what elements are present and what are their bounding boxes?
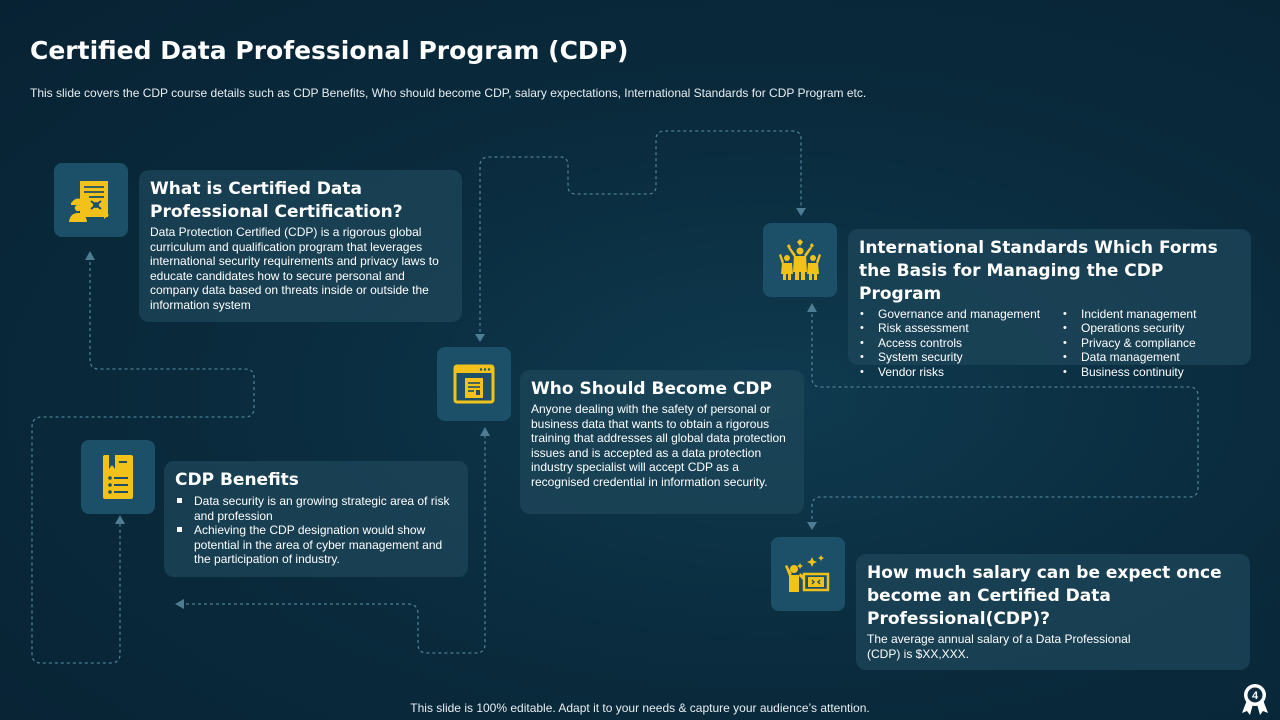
what-is-card: What is Certified Data Professional Cert…: [139, 170, 462, 322]
benefits-list: Data security is an growing strategic ar…: [175, 494, 458, 567]
what-is-body: Data Protection Certified (CDP) is a rig…: [150, 225, 439, 312]
slide-title: Certified Data Professional Program (CDP…: [30, 36, 629, 65]
slide-subtitle: This slide covers the CDP course details…: [30, 86, 867, 100]
standards-item: Incident management: [1062, 307, 1196, 322]
page-number-badge: 4: [1242, 684, 1268, 715]
benefits-icon-box: [81, 440, 155, 514]
benefits-item: Data security is an growing strategic ar…: [175, 494, 458, 523]
standards-card: International Standards Which Forms the …: [848, 229, 1251, 379]
salary-title: How much salary can be expect once becom…: [867, 563, 1222, 629]
benefits-card: CDP Benefits Data security is an growing…: [164, 461, 468, 577]
standards-list-left: Governance and management Risk assessmen…: [859, 307, 1062, 379]
standards-list-right: Incident management Operations security …: [1062, 307, 1196, 379]
document-list-icon: [103, 455, 133, 499]
arrowhead-salary-top: [807, 522, 817, 530]
benefits-title: CDP Benefits: [175, 470, 299, 490]
team-celebration-icon: [779, 239, 821, 280]
arrowhead-who-top: [475, 334, 485, 342]
salary-icon-box: [771, 537, 845, 611]
benefits-item: Achieving the CDP designation would show…: [175, 523, 458, 567]
what-is-icon-box: [54, 163, 128, 237]
standards-item: Data management: [1062, 350, 1196, 365]
connector-left-loop: [31, 256, 255, 664]
standards-icon-box: [763, 223, 837, 297]
arrowhead-whatis-bottom: [85, 251, 95, 260]
who-body: Anyone dealing with the safety of person…: [531, 402, 786, 489]
standards-item: Vendor risks: [859, 365, 1062, 380]
arrowhead-standards-bottom: [807, 303, 817, 312]
who-icon-box: [437, 347, 511, 421]
arrowhead-standards-top: [796, 208, 806, 216]
standards-item: Business continuity: [1062, 365, 1196, 380]
standards-columns: Governance and management Risk assessmen…: [859, 307, 1241, 379]
salary-body: The average annual salary of a Data Prof…: [867, 632, 1131, 661]
salary-card: How much salary can be expect once becom…: [856, 554, 1250, 670]
certificate-person-icon: [69, 181, 109, 222]
standards-item: Access controls: [859, 336, 1062, 351]
slide-footer: This slide is 100% editable. Adapt it to…: [410, 701, 870, 715]
who-card: Who Should Become CDP Anyone dealing wit…: [520, 370, 804, 514]
connector-whatis-who: [479, 130, 802, 338]
person-money-icon: [785, 555, 830, 592]
page-number: 4: [1252, 690, 1259, 702]
who-title: Who Should Become CDP: [531, 379, 772, 399]
what-is-title: What is Certified Data Professional Cert…: [150, 179, 403, 222]
arrowhead-benefits-left: [175, 599, 184, 609]
connector-benefits-who: [180, 432, 486, 654]
browser-document-icon: [453, 364, 495, 404]
connector-standards-salary: [811, 308, 1199, 526]
standards-item: Governance and management: [859, 307, 1062, 322]
standards-item: Risk assessment: [859, 321, 1062, 336]
standards-title: International Standards Which Forms the …: [859, 238, 1218, 304]
arrowhead-benefits-bottom: [115, 515, 125, 524]
arrowhead-who-bottom: [480, 427, 490, 436]
standards-item: System security: [859, 350, 1062, 365]
standards-item: Privacy & compliance: [1062, 336, 1196, 351]
standards-item: Operations security: [1062, 321, 1196, 336]
